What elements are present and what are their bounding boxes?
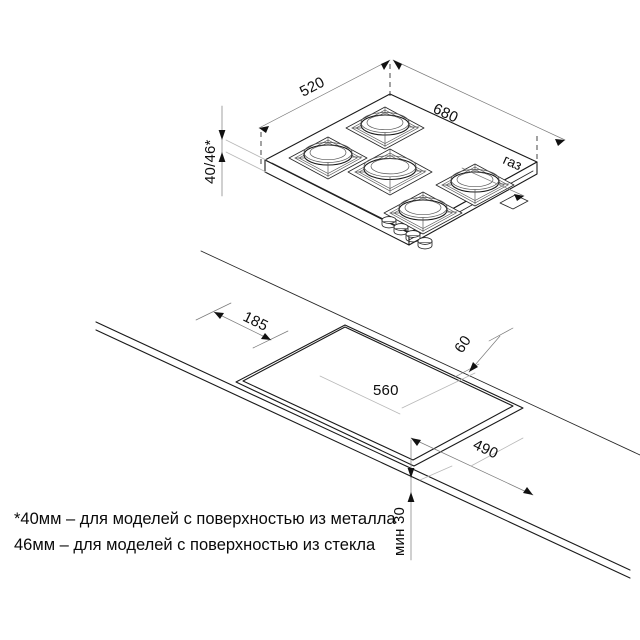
dim-line-490 bbox=[410, 437, 534, 496]
footnote-block: *40мм – для моделей с поверхностью из ме… bbox=[14, 510, 396, 554]
gas-inlet-label: газ bbox=[501, 151, 525, 173]
countertop-edge-bottom bbox=[95, 329, 631, 579]
dim-label-520: 520 bbox=[297, 74, 328, 101]
lead-line-bottom bbox=[225, 151, 267, 173]
burner-right bbox=[435, 163, 515, 207]
gas-inlet-plate bbox=[499, 194, 529, 210]
countertop-rear-edge bbox=[200, 250, 640, 456]
footnote-line-1: *40мм – для моделей с поверхностью из ме… bbox=[14, 510, 396, 528]
arrow-60-start bbox=[469, 362, 478, 372]
countertop-cutout-view: 185 60 560 490 bbox=[95, 250, 640, 579]
cutout-outer-rect bbox=[235, 324, 524, 467]
arrow-520-start bbox=[259, 126, 269, 133]
countertop-front-edge bbox=[95, 321, 631, 579]
arrow-520-end bbox=[381, 60, 390, 70]
arrow-490-start bbox=[411, 438, 421, 446]
dimension-height-40-46: 40/46* bbox=[202, 105, 267, 197]
cutout-opening bbox=[235, 324, 524, 467]
control-knob-4[interactable] bbox=[417, 237, 433, 250]
arrow-min30-top bbox=[407, 468, 415, 478]
control-knob-2[interactable] bbox=[393, 223, 409, 236]
footnote-line-2: 46мм – для моделей с поверхностью из сте… bbox=[14, 536, 376, 554]
ext-line-185-a bbox=[195, 302, 232, 321]
dim-label-490: 490 bbox=[470, 436, 500, 462]
countertop-rear-line bbox=[200, 250, 640, 456]
dimension-edge-60: 60 bbox=[451, 327, 514, 378]
gas-leader-line bbox=[461, 167, 525, 197]
gas-inlet-annotation: газ bbox=[461, 151, 525, 201]
arrow-height-bottom bbox=[218, 152, 226, 162]
lead-line-min30 bbox=[419, 465, 453, 481]
dim-label-60: 60 bbox=[451, 333, 475, 357]
dim-label-40-46: 40/46* bbox=[202, 139, 219, 184]
dim-line-680 bbox=[392, 59, 566, 141]
arrow-680-start bbox=[393, 60, 402, 70]
arrow-185-start bbox=[214, 312, 224, 319]
hob-isometric-view: 520 680 40/46* bbox=[202, 59, 566, 250]
dim-line-185 bbox=[213, 311, 272, 341]
lead-line-top bbox=[225, 139, 267, 161]
arrow-height-top bbox=[218, 130, 226, 140]
dim-label-560: 560 bbox=[373, 382, 399, 399]
ext-line-60-a bbox=[488, 327, 514, 342]
lead-line-560-b bbox=[401, 372, 476, 409]
lead-line-490 bbox=[470, 437, 524, 467]
dimension-cutout-width-560: 560 bbox=[319, 372, 476, 415]
dim-label-min30: мин 30 bbox=[391, 507, 408, 556]
arrow-min30-bottom bbox=[407, 492, 415, 502]
lead-line-560-a bbox=[319, 375, 401, 415]
arrow-185-end bbox=[261, 333, 271, 340]
arrow-490-end bbox=[523, 487, 533, 495]
dim-line-520 bbox=[258, 59, 391, 129]
dimension-clearance-min30: мин 30 bbox=[391, 439, 453, 561]
dim-label-185: 185 bbox=[240, 308, 270, 335]
cutout-inner-rect bbox=[242, 326, 514, 461]
burner-ring bbox=[370, 158, 410, 175]
burner-left bbox=[288, 136, 368, 180]
control-knob-row bbox=[381, 216, 433, 250]
burner-centre bbox=[347, 148, 433, 196]
arrow-680-end bbox=[555, 139, 565, 146]
countertop-edge-top bbox=[95, 321, 631, 571]
dimension-inset-185: 185 bbox=[195, 302, 289, 349]
gas-leader-arrow bbox=[514, 194, 524, 201]
burner-rear-left bbox=[345, 106, 425, 150]
gas-inlet-port bbox=[499, 194, 529, 210]
